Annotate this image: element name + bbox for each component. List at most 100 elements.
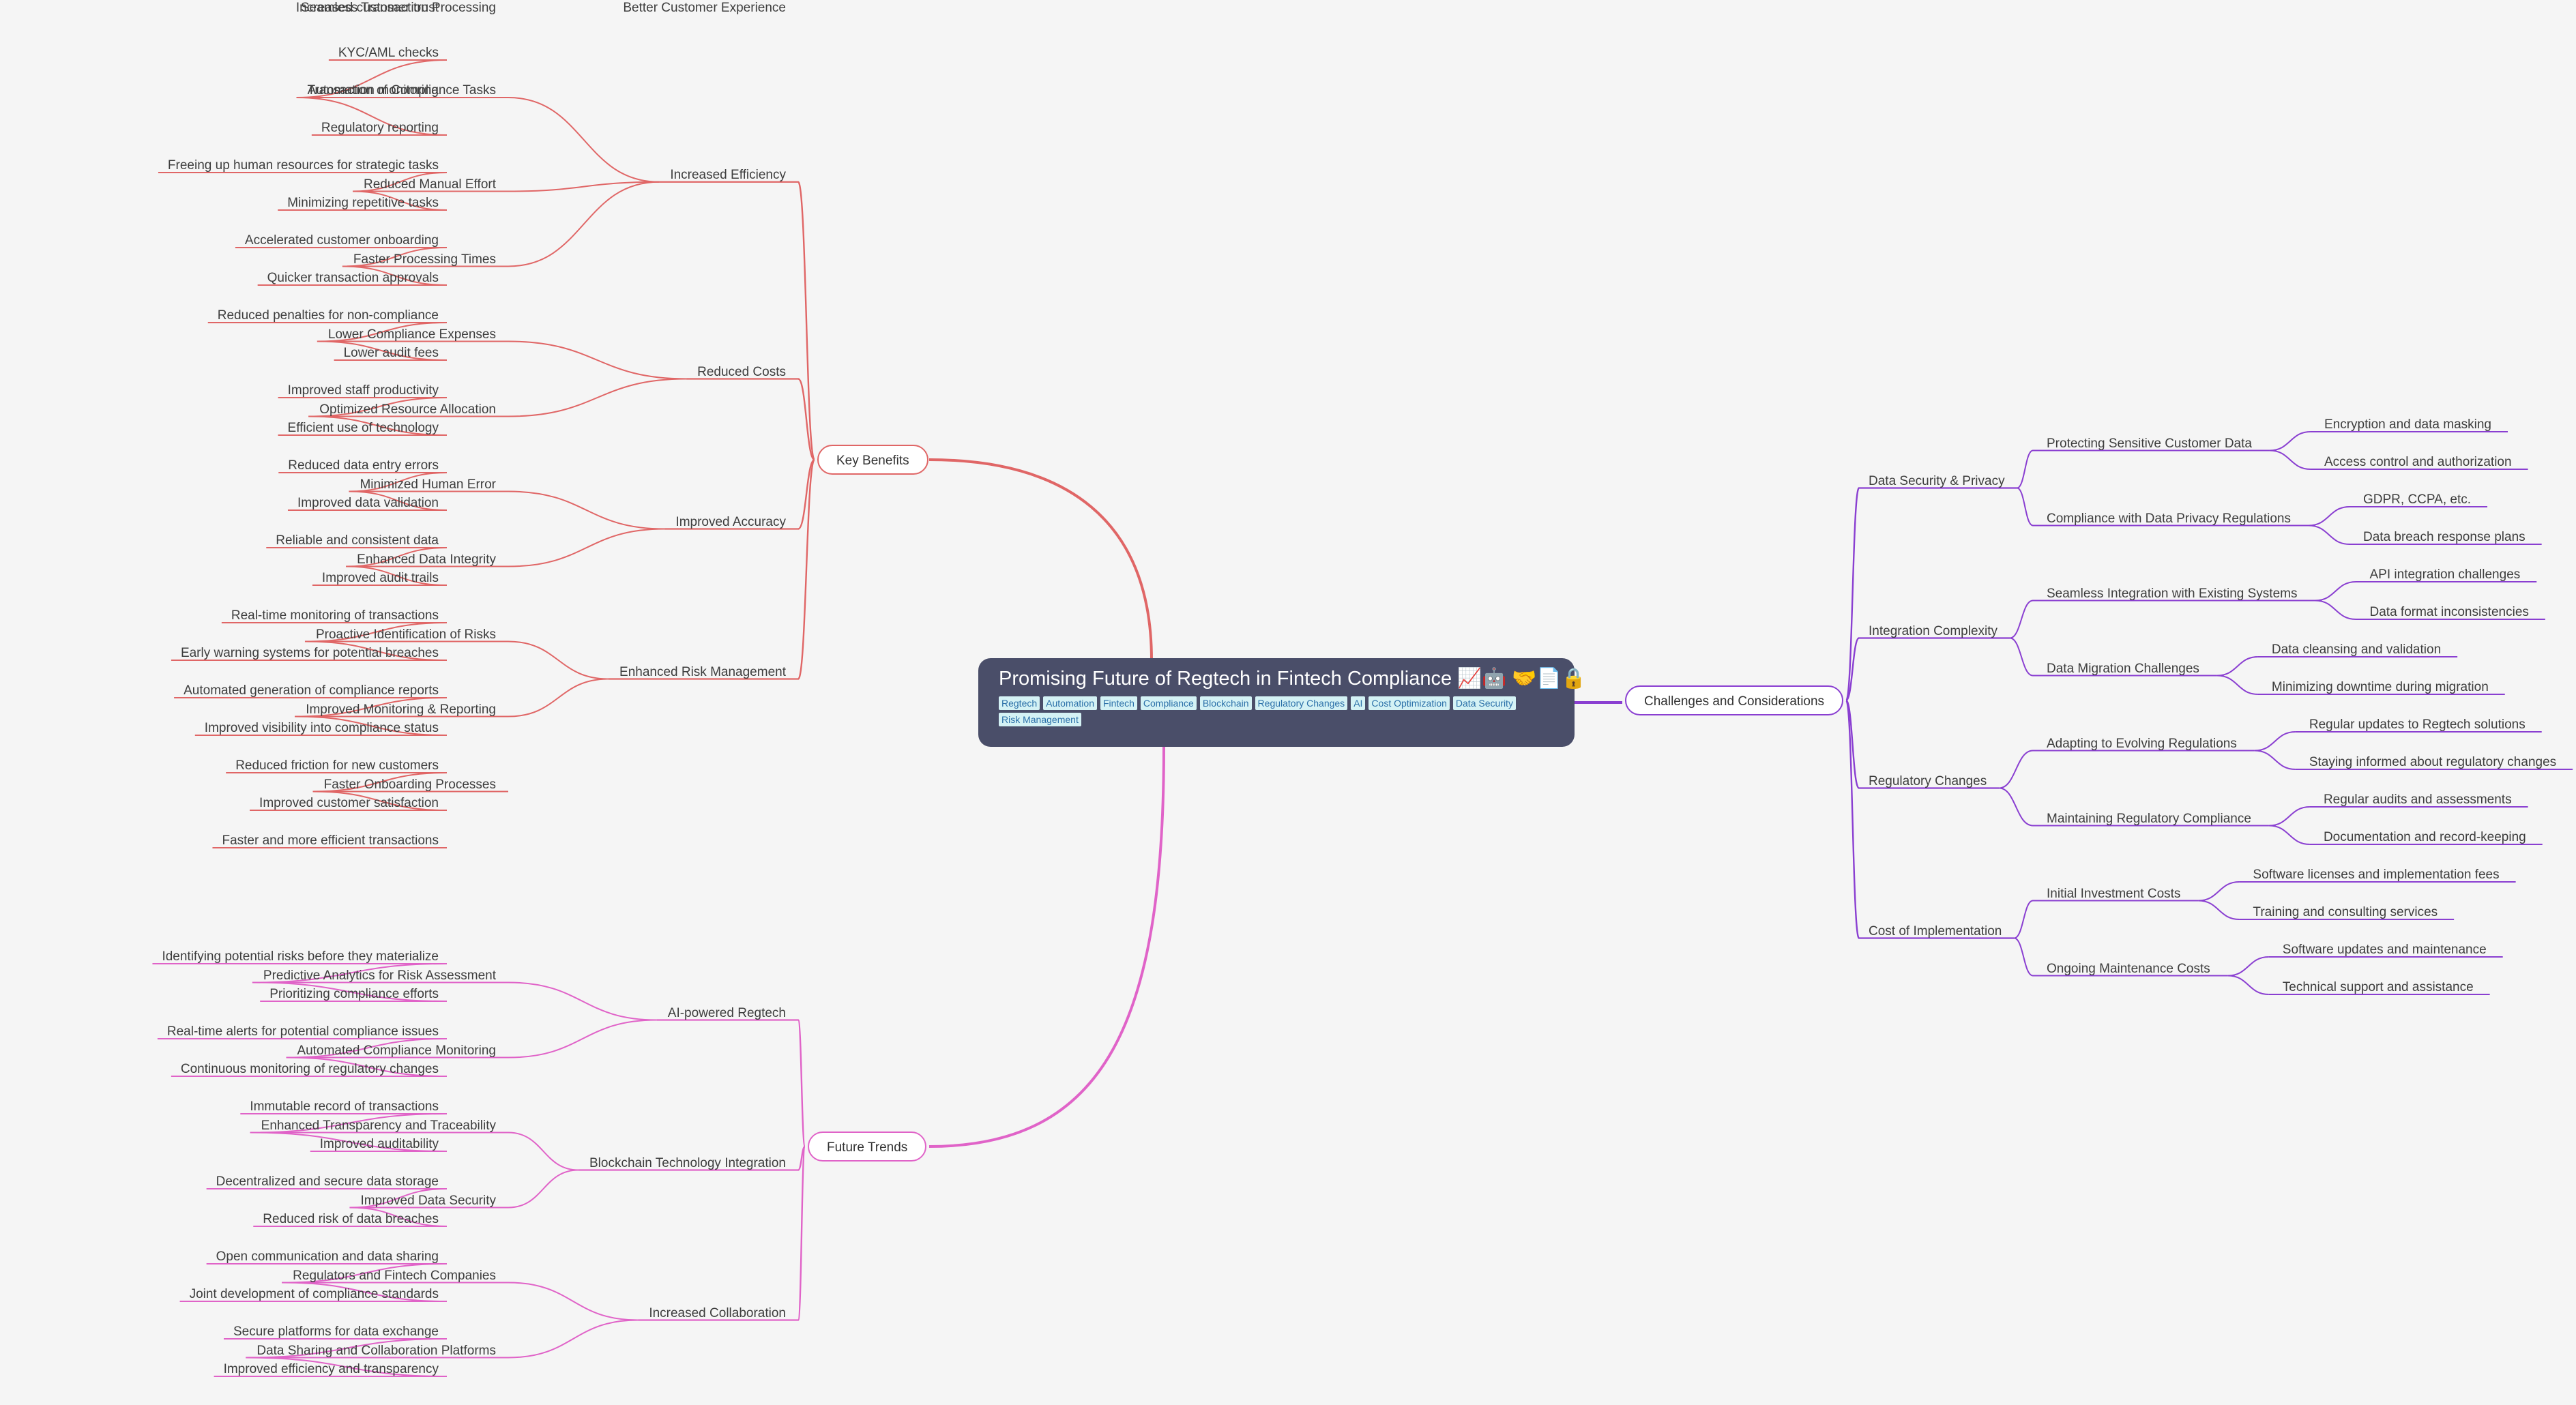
leaf-node[interactable]: Data breach response plans [2363,530,2526,544]
leaf-node[interactable]: Real-time monitoring of transactions [231,608,439,623]
subtopic-node[interactable]: Faster Processing Times [353,252,496,267]
leaf-node[interactable]: Documentation and record-keeping [2323,830,2526,844]
subtopic-node[interactable]: Regulators and Fintech Companies [293,1268,496,1283]
subtopic-node[interactable]: Automated Compliance Monitoring [297,1043,497,1058]
subtopic-node[interactable]: Proactive Identification of Risks [315,627,496,642]
topic-node[interactable]: Increased Collaboration [649,1305,786,1320]
leaf-node[interactable]: Early warning systems for potential brea… [180,646,439,660]
leaf-node[interactable]: Improved staff productivity [287,383,439,398]
leaf-node[interactable]: Faster and more efficient transactions [222,833,439,848]
connector-line [1845,699,1860,939]
subtopic-node[interactable]: Faster Onboarding Processes [323,777,496,792]
leaf-node[interactable]: Technical support and assistance [2282,980,2474,994]
branch-future-trends[interactable]: Future Trends [808,1132,927,1162]
leaf-node[interactable]: Lower audit fees [343,346,439,360]
leaf-node[interactable]: API integration challenges [2369,567,2521,582]
leaf-node[interactable]: Decentralized and secure data storage [216,1174,439,1189]
subtopic-node[interactable]: Adapting to Evolving Regulations [2047,736,2237,751]
leaf-node[interactable]: Improved audit trails [321,571,439,585]
subtopic-node[interactable]: Compliance with Data Privacy Regulations [2047,511,2291,526]
subtopic-node[interactable]: Protecting Sensitive Customer Data [2047,436,2252,451]
leaf-node[interactable]: Quicker transaction approvals [267,271,439,285]
topic-node[interactable]: Reduced Costs [697,364,786,379]
root-tag: Regulatory Changes [1255,696,1348,710]
leaf-node[interactable]: Secure platforms for data exchange [233,1325,439,1339]
subtopic-node[interactable]: Data Sharing and Collaboration Platforms [257,1343,496,1358]
topic-node[interactable]: Regulatory Changes [1869,773,1987,788]
leaf-node[interactable]: Accelerated customer onboarding [244,233,439,248]
leaf-node[interactable]: Data cleansing and validation [2271,642,2442,657]
branch-challenges-and-considerations[interactable]: Challenges and Considerations [1625,685,1844,715]
leaf-node[interactable]: Training and consulting services [2253,905,2438,919]
leaf-node[interactable]: Reliable and consistent data [276,533,439,548]
topic-node[interactable]: Data Security & Privacy [1869,473,2005,488]
leaf-node[interactable]: Staying informed about regulatory change… [2309,755,2557,769]
topic-node[interactable]: Better Customer Experience [623,1,786,15]
subtopic-node[interactable]: Improved Monitoring & Reporting [306,702,496,717]
subtopic-node[interactable]: Lower Compliance Expenses [327,327,496,342]
subtopic-node[interactable]: Automation of Compliance Tasks [307,83,496,98]
leaf-node[interactable]: Access control and authorization [2324,455,2512,469]
leaf-node[interactable]: Identifying potential risks before they … [162,949,439,964]
leaf-node[interactable]: KYC/AML checks [338,46,439,60]
leaf-node[interactable]: Joint development of compliance standard… [189,1287,439,1301]
topic-node[interactable]: Enhanced Risk Management [619,664,786,679]
leaf-node[interactable]: Immutable record of transactions [250,1099,439,1114]
leaf-node[interactable]: Reduced friction for new customers [235,758,439,773]
subtopic-node[interactable]: Minimized Human Error [360,477,496,492]
topic-node[interactable]: Improved Accuracy [675,514,786,529]
leaf-node[interactable]: Transaction monitoring [307,83,439,98]
leaf-node[interactable]: Improved visibility into compliance stat… [204,721,439,735]
subtopic-node[interactable]: Reduced Manual Effort [364,177,496,192]
leaf-node[interactable]: Open communication and data sharing [216,1249,439,1264]
leaf-node[interactable]: Encryption and data masking [2324,417,2492,432]
subtopic-node[interactable]: Seamless Transaction Processing [300,1,496,15]
subtopic-node[interactable]: Optimized Resource Allocation [319,402,496,417]
topic-node[interactable]: Blockchain Technology Integration [589,1155,786,1170]
topic-node[interactable]: Increased Efficiency [670,167,786,182]
leaf-node[interactable]: Improved data validation [297,496,439,510]
leaf-node[interactable]: Increased customer trust [295,1,439,15]
topic-node[interactable]: Cost of Implementation [1869,923,2002,938]
root-node[interactable]: Promising Future of Regtech in Fintech C… [978,658,1586,747]
leaf-node[interactable]: Efficient use of technology [287,421,439,435]
leaf-node[interactable]: GDPR, CCPA, etc. [2363,492,2472,507]
leaf-node[interactable]: Improved customer satisfaction [259,796,439,810]
leaf-node[interactable]: Data format inconsistencies [2369,605,2529,619]
leaf-node[interactable]: Regulatory reporting [321,121,439,135]
leaf-node[interactable]: Freeing up human resources for strategic… [167,158,439,173]
leaf-node[interactable]: Software updates and maintenance [2282,943,2487,957]
topic-node[interactable]: Integration Complexity [1869,623,1998,638]
subtopic-node[interactable]: Maintaining Regulatory Compliance [2047,811,2251,826]
leaf-node[interactable]: Continuous monitoring of regulatory chan… [180,1062,439,1076]
leaf-node[interactable]: Regular audits and assessments [2323,793,2512,807]
subtopic-node[interactable]: Initial Investment Costs [2047,886,2181,901]
leaf-node[interactable]: Real-time alerts for potential complianc… [166,1024,439,1039]
subtopic-node[interactable]: Data Migration Challenges [2047,661,2199,676]
leaf-node[interactable]: Improved efficiency and transparency [223,1362,439,1376]
topic-node[interactable]: AI-powered Regtech [667,1005,786,1020]
subtopic-node[interactable]: Predictive Analytics for Risk Assessment [263,968,496,983]
leaf-node[interactable]: Software licenses and implementation fee… [2253,868,2500,882]
leaf-node[interactable]: Regular updates to Regtech solutions [2309,718,2526,732]
leaf-node[interactable]: Reduced risk of data breaches [263,1212,439,1226]
subtopic-node[interactable]: Ongoing Maintenance Costs [2047,961,2210,976]
subtopic-node[interactable]: Improved Data Security [360,1193,496,1208]
connector-line [797,1019,806,1148]
branch-key-benefits[interactable]: Key Benefits [817,445,928,475]
connector-line [252,981,448,1002]
subtopic-node[interactable]: Enhanced Transparency and Traceability [261,1118,496,1133]
leaf-node[interactable]: Prioritizing compliance efforts [269,987,439,1001]
connector-line [2308,524,2350,545]
subtopic-node[interactable]: Enhanced Data Integrity [357,552,496,567]
connector-line [349,1188,448,1209]
leaf-node[interactable]: Automated generation of compliance repor… [184,683,439,698]
leaf-node[interactable]: Minimizing repetitive tasks [287,196,439,210]
connector-line [295,697,448,718]
leaf-node[interactable]: Minimizing downtime during migration [2271,680,2489,694]
leaf-node[interactable]: Reduced data entry errors [288,458,439,473]
leaf-node[interactable]: Reduced penalties for non-compliance [217,308,439,323]
connector-line [312,790,448,811]
leaf-node[interactable]: Improved auditability [319,1137,439,1151]
subtopic-node[interactable]: Seamless Integration with Existing Syste… [2047,586,2298,601]
